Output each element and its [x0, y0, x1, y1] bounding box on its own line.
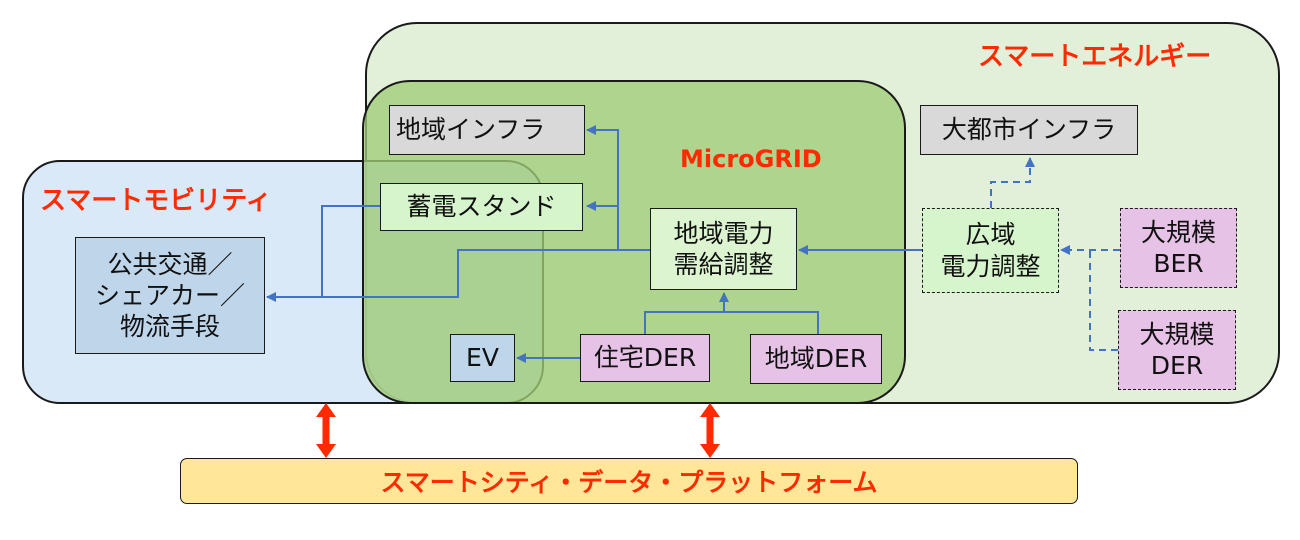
- data-platform-bar: スマートシティ・データ・プラットフォーム: [180, 458, 1078, 504]
- large-scale-ber-node: 大規模 BER: [1120, 208, 1237, 288]
- smart-mobility-label: スマートモビリティ: [40, 186, 272, 216]
- mobility-platform-arrow: [316, 403, 336, 458]
- regional-der-node: 地域DER: [750, 334, 882, 384]
- public-transport-node: 公共交通／ シェアカー／ 物流手段: [75, 237, 265, 354]
- residential-der-node: 住宅DER: [580, 334, 710, 382]
- platform-arrows: [316, 403, 720, 458]
- storage-stand-node: 蓄電スタンド: [380, 183, 583, 231]
- regional-supply-demand-node: 地域電力 需給調整: [650, 208, 797, 290]
- wide-area-power-adjustment-node: 広域 電力調整: [922, 208, 1059, 293]
- microgrid-platform-arrow: [700, 403, 720, 458]
- large-scale-der-node: 大規模 DER: [1118, 310, 1236, 390]
- ev-node: EV: [450, 334, 515, 382]
- metropolitan-infrastructure-node: 大都市インフラ: [920, 105, 1138, 155]
- regional-infrastructure-node: 地域インフラ: [389, 105, 585, 155]
- smart-energy-label: スマートエネルギー: [978, 42, 1212, 72]
- microgrid-label: MicroGRID: [680, 145, 822, 173]
